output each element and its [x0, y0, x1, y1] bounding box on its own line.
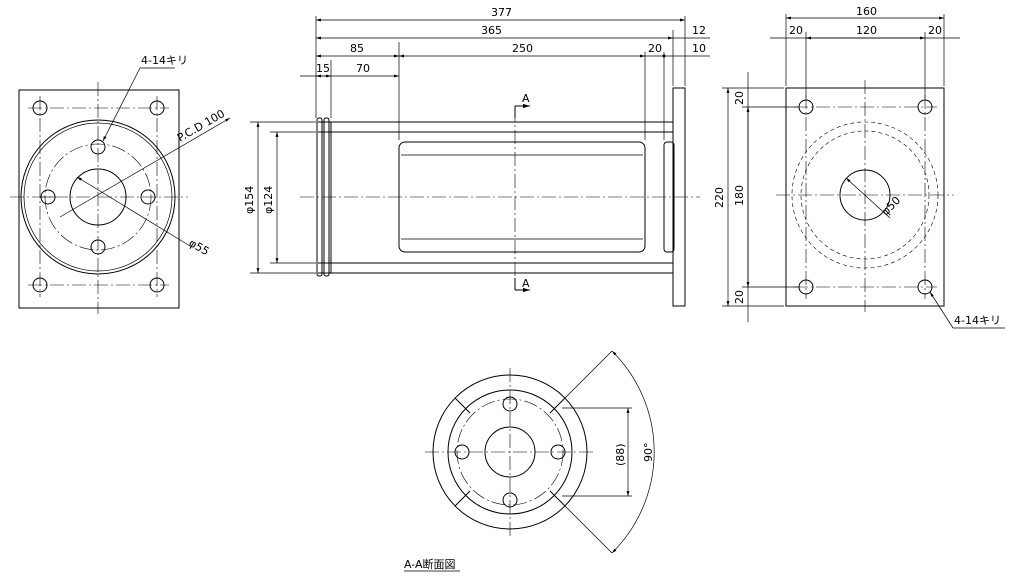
dim-85: 85 — [350, 42, 364, 55]
right-view: 160 20 120 20 220 180 20 20 φ50 4-14キリ — [713, 5, 1005, 329]
section-mark-bottom: A — [522, 277, 530, 290]
dim-15: 15 — [316, 62, 330, 75]
side-view: A A 377 365 12 85 250 20 10 15 70 — [243, 6, 710, 307]
right-hole-note: 4-14キリ — [954, 314, 1001, 327]
dim-right-h20-top: 20 — [733, 91, 746, 105]
dim-365: 365 — [481, 24, 502, 37]
dim-180: 180 — [733, 185, 746, 206]
dim-right-h20-bottom: 20 — [733, 290, 746, 304]
dim-250: 250 — [512, 42, 533, 55]
dim-10: 10 — [692, 42, 706, 55]
front-pcd-label: P.C.D 100 — [175, 107, 227, 145]
dim-dia-154: φ154 — [243, 186, 256, 214]
dim-160: 160 — [856, 5, 877, 18]
dim-12: 12 — [692, 24, 706, 37]
right-bore-dia-label: φ50 — [879, 194, 903, 218]
angle-90: 90° — [642, 443, 655, 463]
section-view: (88) 90° A-A断面図 — [404, 350, 655, 572]
dim-88: (88) — [614, 443, 627, 466]
dim-70: 70 — [356, 62, 370, 75]
dim-dia-124: φ124 — [262, 186, 275, 214]
dim-120: 120 — [856, 24, 877, 37]
front-bore-dia-label: φ55 — [187, 236, 212, 258]
front-flange-outline — [18, 89, 180, 309]
section-mark-top: A — [522, 92, 530, 105]
dim-377: 377 — [491, 6, 512, 19]
dim-right-w20-right: 20 — [928, 24, 942, 37]
dim-right-w20-left: 20 — [789, 24, 803, 37]
front-hole-note: 4-14キリ — [141, 54, 188, 67]
front-view: 4-14キリ P.C.D 100 φ55 — [10, 54, 231, 314]
dim-20: 20 — [648, 42, 662, 55]
section-title: A-A断面図 — [404, 557, 456, 571]
dim-220: 220 — [713, 187, 726, 208]
